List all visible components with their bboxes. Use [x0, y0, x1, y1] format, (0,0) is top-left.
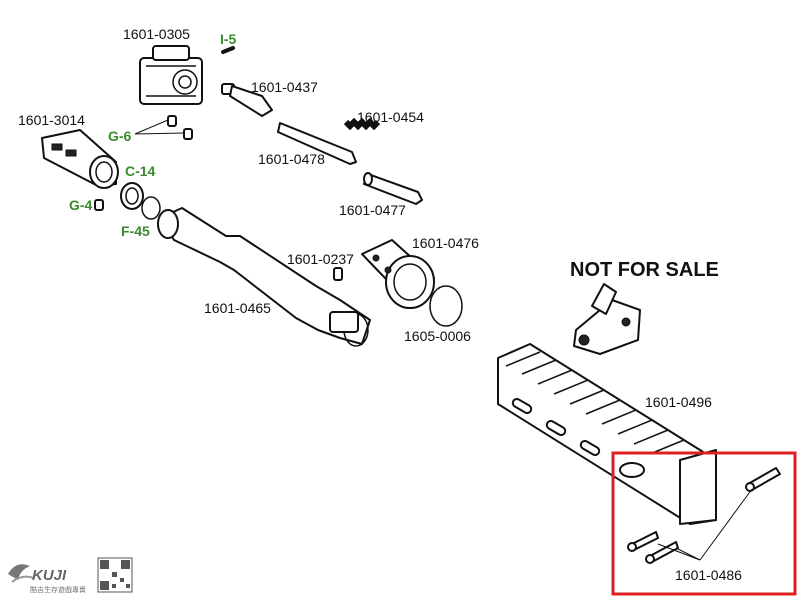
label-1601-3014: 1601-3014: [18, 112, 85, 128]
label-1601-0437: 1601-0437: [251, 79, 318, 95]
label-f45: F-45: [121, 223, 150, 239]
qr-code-icon: [97, 557, 133, 593]
spring-part: [343, 117, 381, 131]
label-1601-0237: 1601-0237: [287, 251, 354, 267]
label-g4: G-4: [69, 197, 93, 213]
label-1601-0486: 1601-0486: [675, 567, 742, 583]
muzzle-brake-part: [41, 129, 119, 189]
label-1601-0305: 1601-0305: [123, 26, 190, 42]
label-g6: G-6: [108, 128, 132, 144]
brand-logo-icon: [8, 564, 35, 583]
flip-sight-part: [573, 283, 641, 355]
screw-g4-part: [94, 199, 104, 211]
label-c14: C-14: [125, 163, 156, 179]
operating-rod-part: [363, 172, 423, 205]
handguard-rail-part: [497, 343, 717, 525]
leader-lines: [134, 119, 753, 561]
label-1605-0006: 1605-0006: [404, 328, 471, 344]
o-ring-f45-part: [141, 196, 161, 220]
label-1601-0477: 1601-0477: [339, 202, 406, 218]
label-1601-0476: 1601-0476: [412, 235, 479, 251]
gas-piston-rod-part: [277, 122, 357, 165]
brand-name: KUJI: [32, 567, 67, 584]
label-1601-0478: 1601-0478: [258, 151, 325, 167]
outer-barrel-part: [157, 207, 371, 347]
label-1601-0496: 1601-0496: [645, 394, 712, 410]
highlight-box: [611, 451, 797, 596]
set-screws-g6-part: [167, 115, 193, 140]
gas-tube-part: [221, 83, 273, 117]
gas-block-part: [139, 45, 203, 105]
barrel-nut-part: [361, 239, 435, 309]
not-for-sale-notice: NOT FOR SALE: [570, 259, 719, 281]
pin-0237-part: [333, 267, 343, 281]
label-i5: I-5: [220, 31, 237, 47]
handguard-screws-part: [627, 467, 781, 564]
pin-i5-part: [221, 46, 235, 54]
ring-c14-part: [120, 182, 144, 210]
brand-subtitle: 酷吉生存遊戲專賣: [30, 585, 86, 594]
label-1601-0465: 1601-0465: [204, 300, 271, 316]
o-ring-0006-part: [429, 285, 463, 327]
label-1601-0454: 1601-0454: [357, 109, 424, 125]
brand-watermark: KUJI 酷吉生存遊戲專賣: [8, 557, 133, 594]
